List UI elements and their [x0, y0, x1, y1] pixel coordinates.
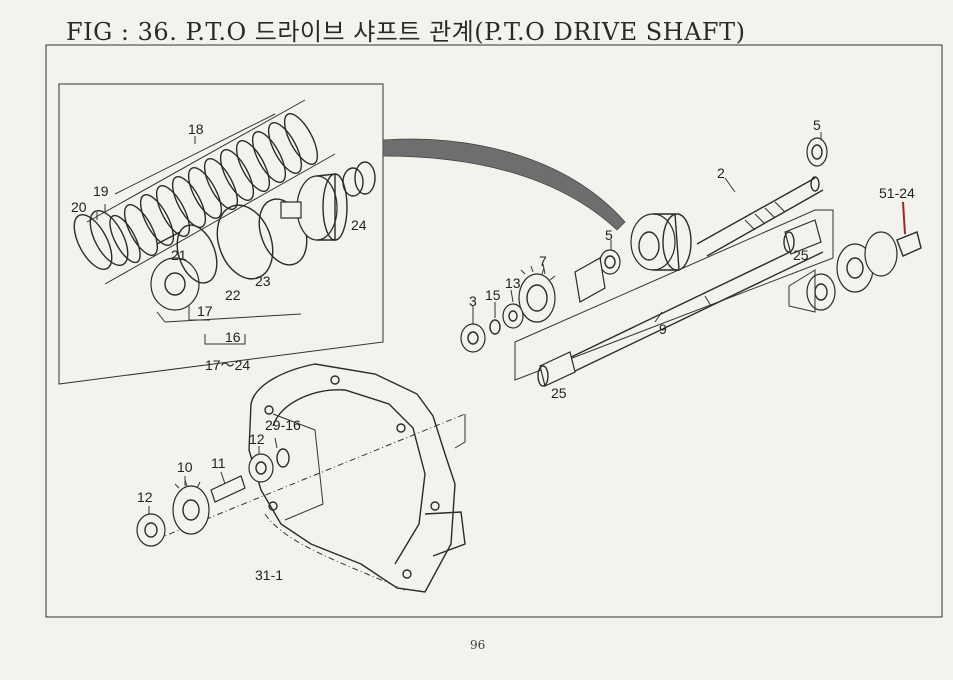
- page-title: FIG : 36. P.T.O 드라이브 샤프트 관계(P.T.O DRIVE …: [66, 18, 746, 46]
- callout-16: 16: [225, 329, 241, 345]
- callout-18: 18: [188, 121, 204, 137]
- bearing-right: [806, 273, 836, 311]
- o-ring-24a: [342, 167, 364, 197]
- callout-25-upper: 25: [793, 247, 809, 263]
- callout-11: 11: [211, 455, 226, 471]
- callout-16-range: 17～24: [205, 357, 250, 373]
- gear-right: [836, 231, 898, 293]
- bearing-5-top: [806, 137, 828, 167]
- shaft-2: [696, 176, 824, 257]
- leader-lines: [96, 132, 822, 514]
- ring-29-16: [276, 448, 290, 468]
- plate-19: [89, 210, 129, 266]
- callout-17: 17: [197, 303, 213, 319]
- gear-10: [172, 479, 210, 535]
- coupling-25-lower: [537, 351, 576, 387]
- callout-5-top: 5: [813, 117, 821, 133]
- callout-9: 9: [659, 321, 667, 337]
- callout-20: 20: [71, 199, 87, 215]
- clutch-drum: [280, 173, 348, 241]
- pin-21: [156, 231, 181, 245]
- ring-15: [489, 319, 501, 335]
- callout-13: 13: [505, 275, 521, 291]
- clutch-hub: [630, 213, 692, 271]
- shaft-9: [564, 239, 824, 373]
- callout-24: 24: [351, 217, 367, 233]
- bearing-3: [460, 323, 486, 353]
- callout-21: 21: [171, 247, 187, 263]
- inset-box: [58, 83, 384, 385]
- callout-51-24: 51-24: [879, 185, 915, 201]
- callout-15: 15: [485, 287, 501, 303]
- coupling-25-upper: [783, 219, 822, 255]
- page-number: 96: [470, 638, 486, 652]
- callout-7: 7: [539, 253, 547, 269]
- callout-29-16: 29-16: [265, 417, 301, 433]
- outer-border: [45, 44, 943, 618]
- callout-22: 22: [225, 287, 241, 303]
- callout-10: 10: [177, 459, 193, 475]
- pointer-51-24: [902, 201, 906, 235]
- snap-ring-20: [73, 214, 113, 270]
- bearing-13: [502, 303, 524, 329]
- shaft-11: [210, 475, 246, 503]
- callout-2: 2: [717, 165, 725, 181]
- clutch-pack: [73, 99, 376, 345]
- inset-pointer: [382, 138, 626, 231]
- callout-31-1: 31-1: [255, 567, 283, 583]
- callout-19: 19: [93, 183, 109, 199]
- callout-25-lower: 25: [551, 385, 567, 401]
- clutch-discs: [109, 113, 319, 264]
- gear-7: [518, 257, 606, 323]
- callout-3: 3: [469, 293, 477, 309]
- seal-23: [216, 204, 274, 280]
- housing-31-1: [248, 363, 466, 593]
- callout-12-left: 12: [137, 489, 153, 505]
- callout-23: 23: [255, 273, 271, 289]
- piston-17: [150, 257, 200, 311]
- shaft-box: [514, 209, 834, 381]
- callout-12-right: 12: [249, 431, 265, 447]
- diagram-frame: 18 19 20 21 22 23 24 17 16 17～24 5 2 5 7…: [45, 44, 943, 618]
- bearing-12-left: [136, 513, 166, 547]
- seal-22: [176, 224, 218, 284]
- bearing-5-mid: [599, 249, 621, 275]
- bearing-12-right: [248, 453, 274, 483]
- o-ring-24b: [354, 161, 376, 195]
- callout-5-mid: 5: [605, 227, 613, 243]
